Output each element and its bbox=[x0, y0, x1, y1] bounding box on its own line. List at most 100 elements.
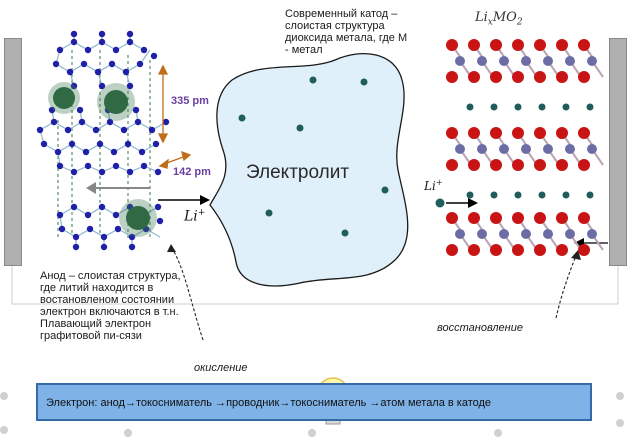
metal-atom bbox=[521, 144, 531, 154]
formula-2: 2 bbox=[516, 17, 523, 28]
oxygen-atom bbox=[446, 127, 458, 139]
oxygen-atom bbox=[534, 127, 546, 139]
lithium-ion-cathode bbox=[562, 103, 570, 111]
electrolyte-ions bbox=[238, 76, 389, 237]
oxygen-atom bbox=[578, 71, 590, 83]
lithium-ion-cathode bbox=[514, 103, 522, 111]
oxygen-atom bbox=[446, 212, 458, 224]
oxygen-atom bbox=[490, 127, 502, 139]
oxygen-atom bbox=[556, 212, 568, 224]
lithium-ions-anode bbox=[48, 82, 157, 237]
metal-atom bbox=[477, 144, 487, 154]
lithium-ion-cathode bbox=[490, 191, 498, 199]
li-text: Li bbox=[184, 208, 198, 225]
oxygen-atom bbox=[512, 39, 524, 51]
oxygen-atom bbox=[490, 71, 502, 83]
formula-li: Li bbox=[475, 10, 488, 25]
reduction-arrowhead bbox=[571, 250, 581, 260]
oxygen-atom bbox=[556, 159, 568, 171]
anode-line: Плавающий электрон bbox=[40, 318, 152, 330]
oxygen-atom bbox=[512, 244, 524, 256]
cathode-lattice bbox=[446, 39, 604, 256]
oxidation-arrowhead bbox=[167, 244, 176, 252]
anode-current-collector bbox=[4, 38, 22, 266]
oxygen-atom bbox=[446, 71, 458, 83]
oxygen-atom bbox=[534, 71, 546, 83]
oxygen-atom bbox=[468, 39, 480, 51]
cathode-formula: LixMO2 bbox=[475, 10, 523, 28]
circuit-wire bbox=[11, 265, 619, 305]
li-ion-left-label: Li+ bbox=[184, 208, 205, 225]
oxygen-atom bbox=[490, 39, 502, 51]
oxygen-atom bbox=[578, 127, 590, 139]
metal-atom bbox=[587, 144, 597, 154]
metal-atom bbox=[455, 229, 465, 239]
oxygen-atom bbox=[578, 212, 590, 224]
cathode-title-line: диоксида метала, где М bbox=[285, 32, 408, 44]
cathode-title-line: Современный катод – bbox=[285, 8, 398, 20]
oxygen-atom bbox=[534, 159, 546, 171]
plus-sign: + bbox=[197, 208, 206, 218]
metal-atom bbox=[587, 229, 597, 239]
grey-back-arrow bbox=[86, 182, 150, 194]
cathode-current-collector bbox=[609, 38, 627, 266]
li-arrow-left bbox=[158, 195, 210, 205]
oxygen-atom bbox=[446, 39, 458, 51]
metal-atom bbox=[499, 56, 509, 66]
oxidation-arrow bbox=[171, 247, 204, 341]
oxygen-atom bbox=[512, 212, 524, 224]
oxygen-atom bbox=[446, 244, 458, 256]
oxygen-atom bbox=[446, 159, 458, 171]
electron-path-banner: Электрон: анод→токосниматель →проводник→… bbox=[36, 383, 592, 421]
lithium-ion-cathode bbox=[538, 103, 546, 111]
oxygen-atom bbox=[578, 159, 590, 171]
metal-atom bbox=[455, 56, 465, 66]
li-ion-right-label: Li+ bbox=[424, 178, 443, 193]
lithium-ion-cathode bbox=[586, 191, 594, 199]
metal-atom bbox=[543, 229, 553, 239]
lithium-ion-cathode bbox=[514, 191, 522, 199]
lithium-ion-cathode bbox=[466, 191, 474, 199]
oxygen-atom bbox=[468, 159, 480, 171]
anode-description: Анод – слоистая структура, где литий нах… bbox=[40, 270, 230, 342]
oxygen-atom bbox=[468, 127, 480, 139]
metal-atom bbox=[477, 229, 487, 239]
oxidation-label: окисление bbox=[194, 362, 248, 374]
oxygen-atom bbox=[512, 159, 524, 171]
anode-line: где литий находится в bbox=[40, 282, 154, 294]
oxygen-atom bbox=[512, 127, 524, 139]
lithium-ion-cathode bbox=[538, 191, 546, 199]
cathode-title-line: слоистая структура bbox=[285, 20, 385, 32]
metal-atom bbox=[521, 229, 531, 239]
anode-line: электрон включаются в т.н. bbox=[40, 306, 179, 318]
li-text: Li bbox=[424, 179, 436, 193]
dimension-142-label: 142 pm bbox=[173, 166, 211, 178]
oxygen-atom bbox=[556, 39, 568, 51]
lithium-ion-cathode bbox=[586, 103, 594, 111]
metal-atom bbox=[499, 229, 509, 239]
lithium-ion-cathode bbox=[562, 191, 570, 199]
plus-sign: + bbox=[435, 178, 443, 187]
oxygen-atom bbox=[556, 71, 568, 83]
oxygen-atom bbox=[512, 71, 524, 83]
metal-atom bbox=[543, 56, 553, 66]
metal-atom bbox=[565, 56, 575, 66]
dimension-335-arrow bbox=[157, 64, 169, 144]
oxygen-atom bbox=[578, 244, 590, 256]
cathode-title: Современный катод – слоистая структура д… bbox=[285, 8, 445, 56]
oxygen-atom bbox=[556, 127, 568, 139]
lithium-ion-cathode bbox=[490, 103, 498, 111]
oxygen-atom bbox=[468, 244, 480, 256]
reduction-label: восстановление bbox=[437, 322, 523, 334]
oxygen-atom bbox=[468, 212, 480, 224]
electrolyte-label: Электролит bbox=[246, 162, 350, 183]
metal-atom bbox=[521, 56, 531, 66]
anode-line: востановленом состоянии bbox=[40, 294, 175, 306]
metal-atom bbox=[455, 144, 465, 154]
oxygen-atom bbox=[490, 244, 502, 256]
metal-atom bbox=[499, 144, 509, 154]
oxygen-atom bbox=[534, 39, 546, 51]
metal-atom bbox=[587, 56, 597, 66]
lithium-ion-cathode bbox=[466, 103, 474, 111]
